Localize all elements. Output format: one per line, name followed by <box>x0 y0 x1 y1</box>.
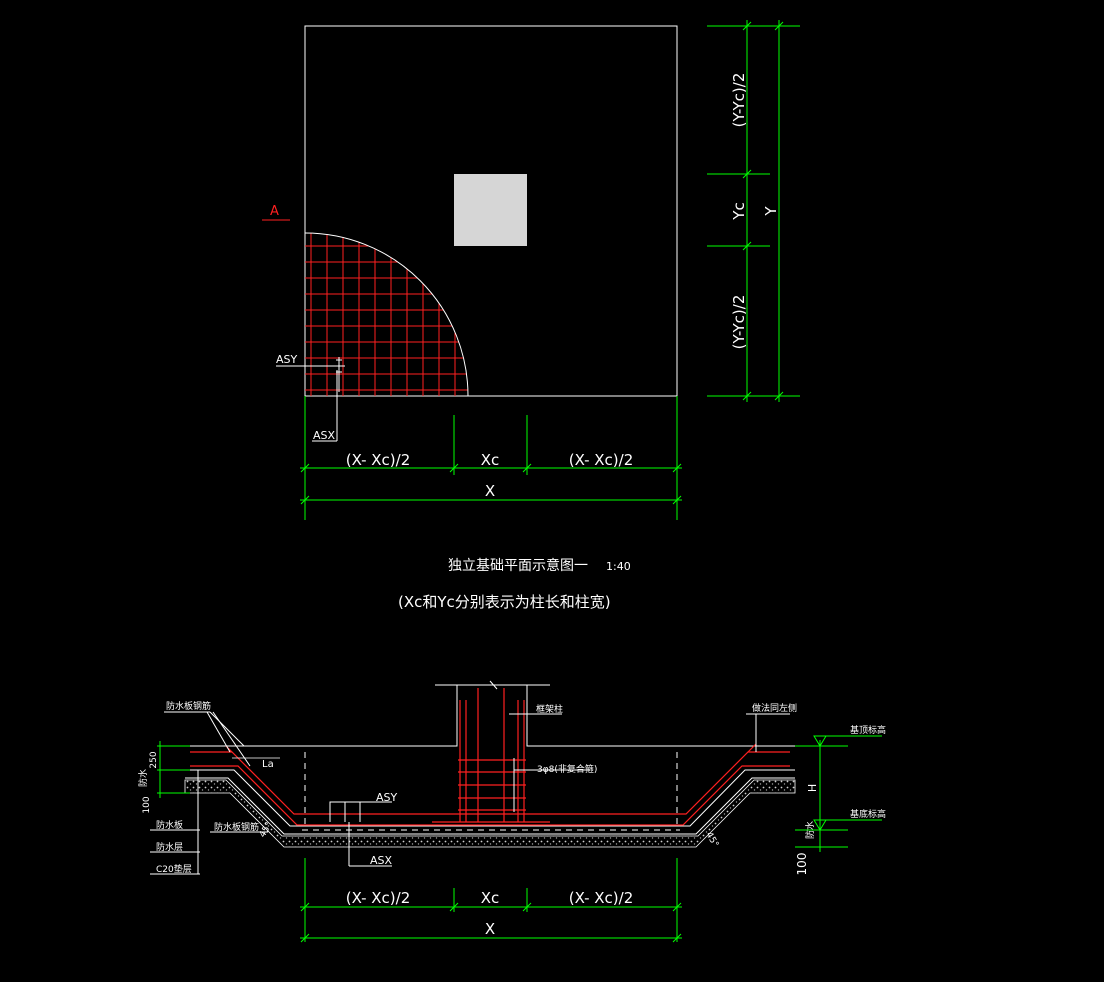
svg-text:防水板钢筋: 防水板钢筋 <box>214 821 259 833</box>
plan-dimensions-y <box>707 20 800 402</box>
section-asy-asx <box>329 801 392 867</box>
plan-dim-bottom: (Y-Yc)/2 <box>730 295 748 350</box>
rebar-arc <box>304 232 469 397</box>
plan-dim-total-y: Y <box>762 206 780 217</box>
svg-text:250: 250 <box>149 751 159 768</box>
svg-text:45°: 45° <box>703 831 720 850</box>
plan-dim-total: X <box>485 482 495 500</box>
svg-text:ASX: ASX <box>313 429 336 442</box>
svg-text:基顶标高: 基顶标高 <box>850 724 886 736</box>
svg-text:La: La <box>262 759 274 770</box>
plan-dim-yc: Yc <box>730 202 748 220</box>
section-dim-total: X <box>485 920 495 938</box>
section-dim-right: (X- Xc)/2 <box>569 889 634 907</box>
section-outline <box>185 684 795 747</box>
column-square <box>454 174 527 246</box>
section-dim-left: (X- Xc)/2 <box>346 889 411 907</box>
svg-text:100: 100 <box>142 796 152 813</box>
rebar-grid <box>304 232 469 397</box>
svg-text:基底标高: 基底标高 <box>850 808 886 820</box>
title-scale: 1:40 <box>606 560 631 573</box>
plan-dim-left: (X- Xc)/2 <box>346 451 411 469</box>
footing-outline <box>304 25 678 397</box>
svg-text:框架柱: 框架柱 <box>536 703 563 715</box>
svg-text:做法同左侧: 做法同左侧 <box>752 702 797 714</box>
title-note: (Xc和Yc分别表示为柱长和柱宽) <box>398 593 611 611</box>
svg-text:3φ8(非复合箍): 3φ8(非复合箍) <box>537 763 597 775</box>
svg-text:H: H <box>806 784 819 792</box>
title-main: 独立基础平面示意图一 <box>448 557 588 574</box>
drawing-title: 独立基础平面示意图一 1:40 (Xc和Yc分别表示为柱长和柱宽) <box>398 557 631 611</box>
plan-dim-middle: Xc <box>481 451 500 469</box>
svg-text:C20垫层: C20垫层 <box>156 863 192 875</box>
plan-dim-top: (Y-Yc)/2 <box>730 73 748 128</box>
svg-text:A: A <box>270 204 279 219</box>
svg-text:ASX: ASX <box>370 854 393 867</box>
section-rebar <box>190 688 790 826</box>
plan-dimensions-x <box>300 396 682 520</box>
svg-text:防水层: 防水层 <box>156 841 183 853</box>
section-view: ASY ASX 3φ8(非复合箍) 框架柱 La 防水板钢筋 做法同左侧 <box>137 680 886 943</box>
section-dimensions-x <box>300 858 682 943</box>
svg-text:防水板: 防水板 <box>156 819 183 831</box>
svg-text:ASY: ASY <box>376 791 398 804</box>
c20-cushion <box>184 779 796 848</box>
section-marker: A <box>262 204 290 221</box>
svg-text:防水: 防水 <box>137 769 149 787</box>
plan-view: A ASY ASX (X- <box>262 20 800 520</box>
svg-text:防水: 防水 <box>804 821 816 839</box>
plan-rebar-labels: ASY ASX <box>276 353 345 442</box>
svg-text:ASY: ASY <box>276 353 298 366</box>
svg-text:100: 100 <box>795 853 809 876</box>
plan-dim-right: (X- Xc)/2 <box>569 451 634 469</box>
section-dim-middle: Xc <box>481 889 500 907</box>
svg-text:防水板钢筋: 防水板钢筋 <box>166 700 211 712</box>
